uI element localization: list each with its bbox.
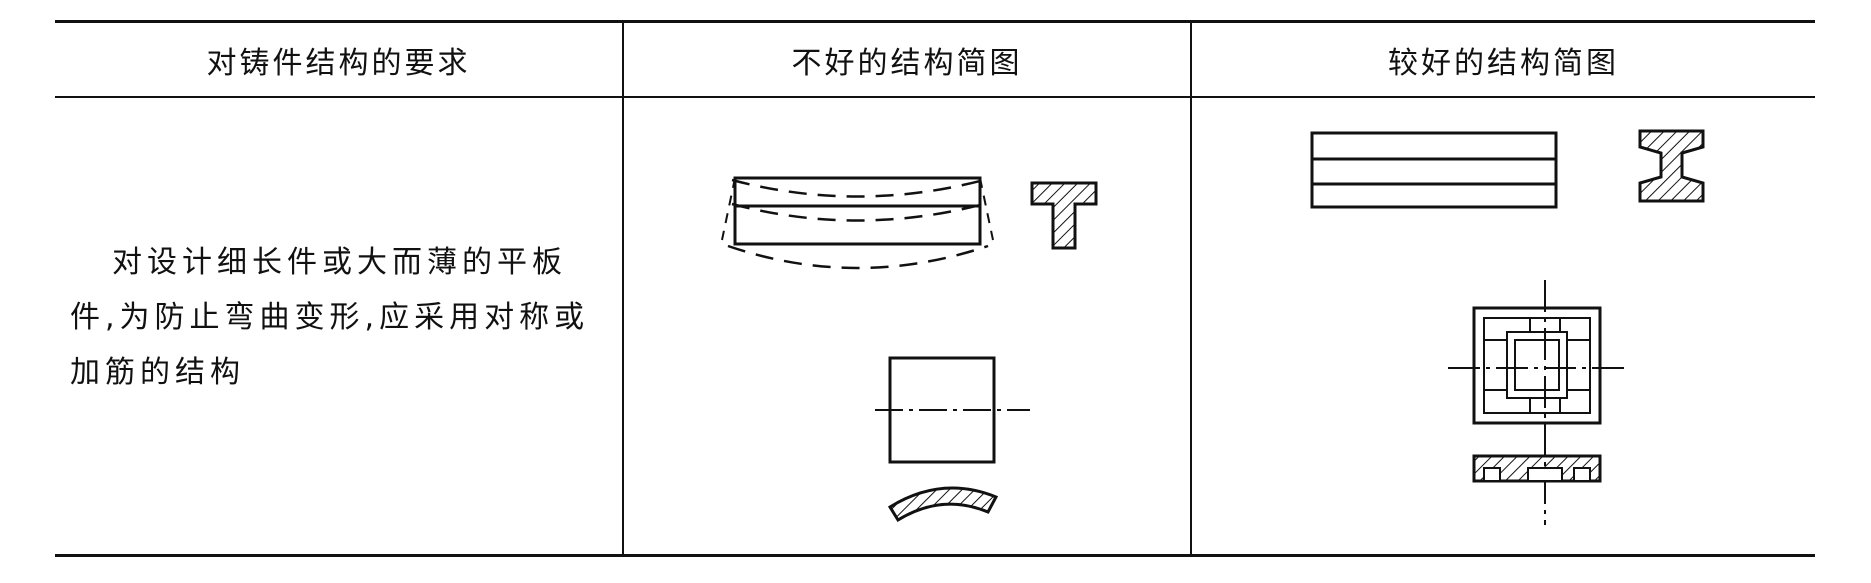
column-divider-2 [1190,20,1192,556]
table-bottom-rule [55,554,1815,557]
bad-slender-plate-diagram [721,176,994,270]
header-requirement: 对铸件结构的要求 [206,45,471,81]
good-ribbed-plate-diagram [1448,280,1630,525]
header-good-structure: 较好的结构简图 [1388,45,1619,81]
bad-t-section-diagram [1030,181,1098,250]
table-top-rule [55,20,1815,23]
good-i-section-diagram [1638,129,1705,203]
header-bad-structure: 不好的结构简图 [791,45,1023,81]
header-bottom-rule [55,96,1815,98]
good-slender-plate-diagram [1310,131,1558,209]
column-divider-1 [622,20,624,556]
requirement-text: 对设计细长件或大而薄的平板件,为防止弯曲变形,应采用对称或加筋的结构 [70,245,590,390]
bad-thin-plate-diagram [875,356,1030,523]
